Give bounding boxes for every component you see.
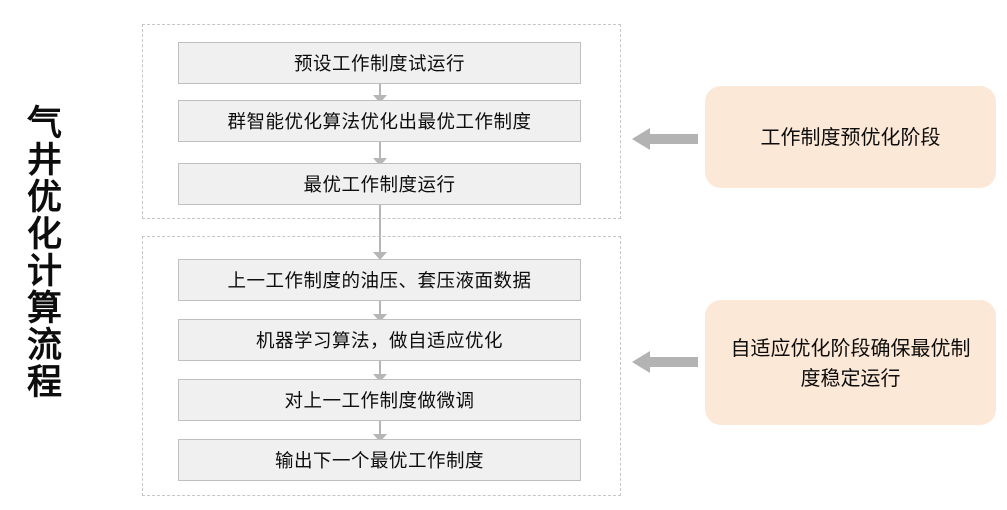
left-arrow-icon bbox=[632, 350, 698, 374]
process-step-box[interactable]: 上一工作制度的油压、套压液面数据 bbox=[178, 259, 581, 301]
left-arrow-icon bbox=[632, 127, 698, 151]
stage-group-adaptive-optimization bbox=[142, 236, 621, 496]
connector-line bbox=[379, 421, 381, 435]
page-title: 气井优化计算流程 bbox=[21, 104, 61, 400]
process-step-box[interactable]: 预设工作制度试运行 bbox=[178, 42, 581, 84]
connector-arrowhead-icon bbox=[373, 158, 387, 166]
stage-callout-adaptive-optimization[interactable]: 自适应优化阶段确保最优制度稳定运行 bbox=[705, 300, 996, 425]
connector-line bbox=[379, 301, 381, 315]
connector-arrowhead-icon bbox=[373, 95, 387, 103]
connector-arrowhead-icon bbox=[373, 252, 387, 260]
stage-group-pre-optimization bbox=[142, 24, 621, 219]
connector-line bbox=[379, 361, 381, 375]
stage-callout-pre-optimization[interactable]: 工作制度预优化阶段 bbox=[705, 86, 996, 188]
connector-line bbox=[379, 205, 381, 254]
connector-arrowhead-icon bbox=[373, 314, 387, 322]
connector-arrowhead-icon bbox=[373, 374, 387, 382]
connector-line bbox=[379, 84, 381, 96]
process-step-box[interactable]: 最优工作制度运行 bbox=[178, 163, 581, 205]
process-step-box[interactable]: 群智能优化算法优化出最优工作制度 bbox=[178, 100, 581, 142]
process-step-box[interactable]: 对上一工作制度做微调 bbox=[178, 379, 581, 421]
connector-arrowhead-icon bbox=[373, 434, 387, 442]
process-step-box[interactable]: 机器学习算法，做自适应优化 bbox=[178, 319, 581, 361]
connector-line bbox=[379, 142, 381, 159]
process-step-box[interactable]: 输出下一个最优工作制度 bbox=[178, 439, 581, 481]
